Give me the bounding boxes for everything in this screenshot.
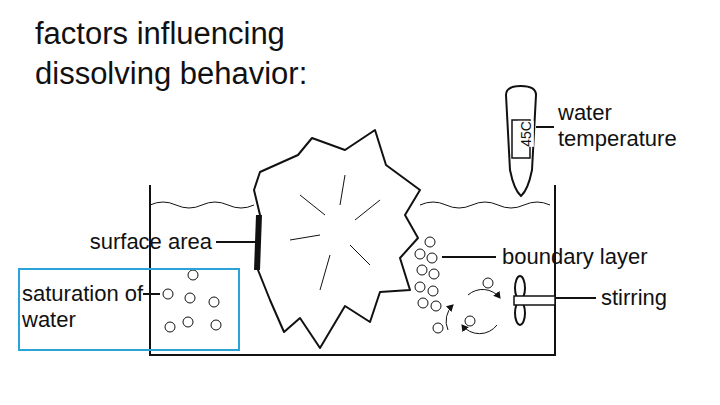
surface-area-label: surface area	[90, 229, 212, 255]
temperature-label: water temperature	[558, 100, 708, 152]
boundary-layer-label: boundary layer	[502, 244, 648, 270]
thermometer-reading: 45C	[518, 121, 534, 147]
saturation-box: saturation of water	[18, 268, 240, 351]
node-text: saturation of water	[22, 281, 147, 333]
diagram-title: factors influencing dissolving behavior:	[35, 14, 365, 94]
stirring-label: stirring	[601, 285, 667, 311]
